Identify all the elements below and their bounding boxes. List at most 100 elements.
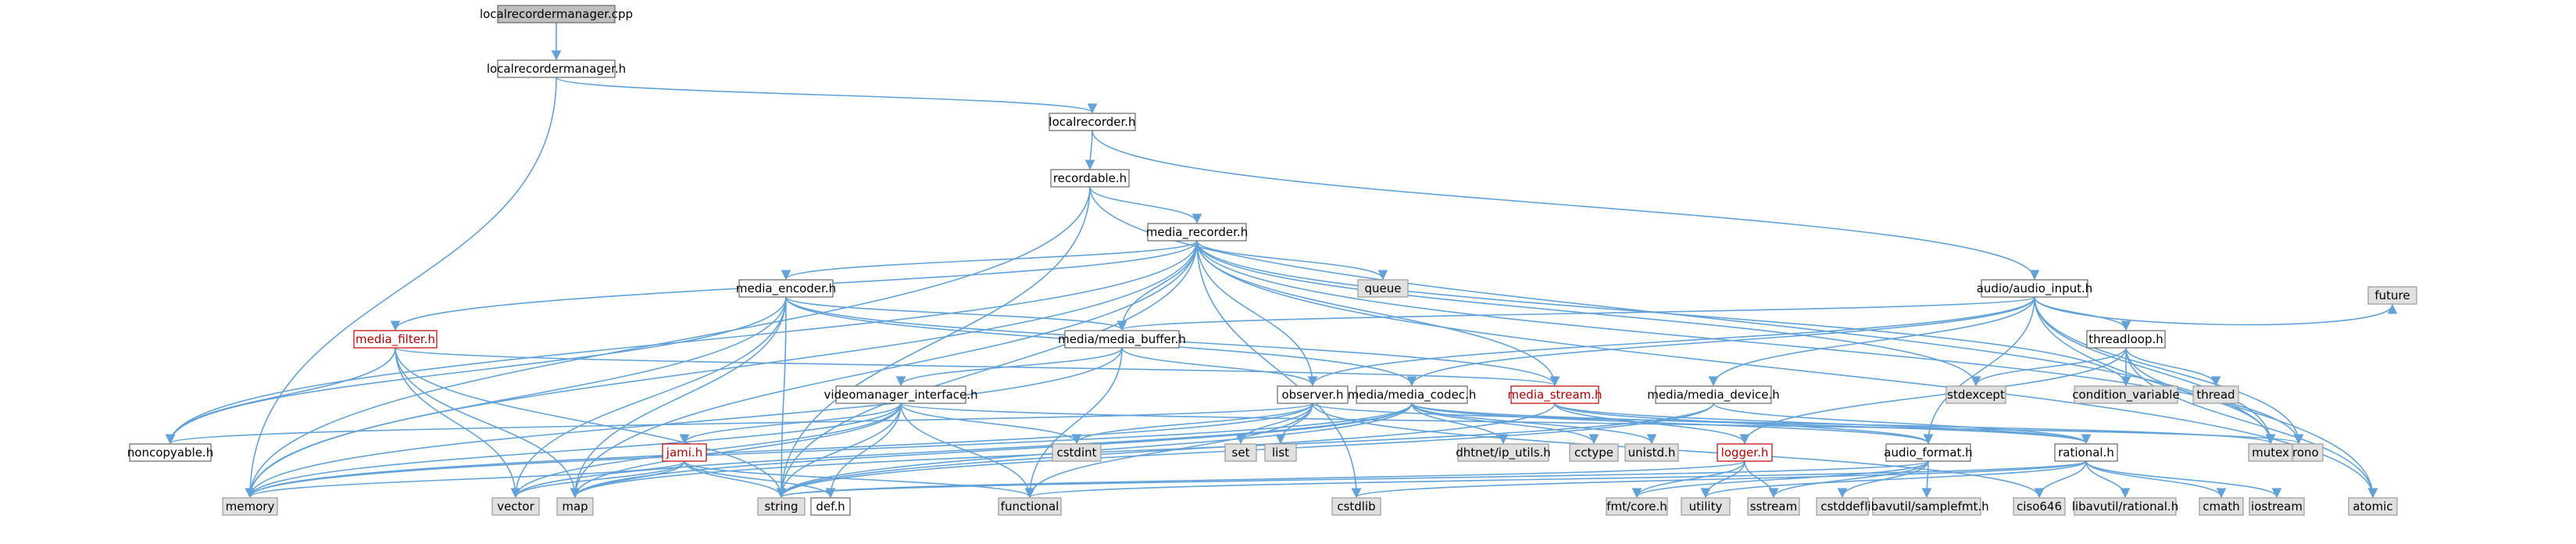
- edge-media-recorder-h-to-cstdlib: [1196, 240, 1362, 499]
- node-label: localrecordermanager.h: [487, 62, 626, 76]
- node-ip-utils-h: dhtnet/ip_utils.h: [1456, 443, 1551, 462]
- node-label: string: [764, 499, 798, 514]
- node-box: [2192, 385, 2239, 404]
- edge-rational-h-to-iostream: [2085, 460, 2282, 499]
- edge-audio-input-h-to-mutex: [2034, 296, 2276, 445]
- node-box: [2367, 286, 2417, 305]
- node-observer-h[interactable]: observer.h: [1277, 385, 1349, 404]
- edge-media-codec-h-to-audio-format-h: [1411, 403, 1934, 445]
- node-label: fmt/core.h: [1606, 499, 1667, 514]
- node-media-codec-h[interactable]: media/media_codec.h: [1348, 385, 1477, 404]
- node-audio-input-h[interactable]: audio/audio_input.h: [1977, 279, 2093, 298]
- node-videomanager-interface-h[interactable]: videomanager_interface.h: [824, 385, 978, 404]
- edge-media-codec-h-to-unistd-h: [1411, 403, 1657, 445]
- node-label: logger.h: [1721, 446, 1769, 460]
- node-condition-variable: condition_variable: [2072, 385, 2180, 404]
- node-box: [1510, 385, 1599, 404]
- node-box: [1606, 497, 1668, 516]
- edge-rational-h-to-utility: [1700, 460, 2087, 499]
- node-label: utility: [1689, 499, 1723, 514]
- node-box: [1264, 443, 1297, 462]
- node-box: [1717, 443, 1773, 462]
- node-unistd-h: unistd.h: [1624, 443, 1679, 462]
- node-box: [998, 497, 1062, 516]
- node-localrecordermanager-cpp[interactable]: localrecordermanager.cpp: [480, 5, 633, 23]
- edge-media-stream-h-to-logger-h: [1554, 403, 1750, 445]
- node-audio-format-h[interactable]: audio_format.h: [1884, 443, 1973, 462]
- node-label: media/media_device.h: [1647, 388, 1780, 403]
- node-cstdlib: cstdlib: [1331, 497, 1381, 516]
- node-sstream: sstream: [1747, 497, 1800, 516]
- node-iostream: iostream: [2249, 497, 2305, 516]
- edge-media-filter-h-to-media-stream-h: [395, 347, 1560, 387]
- node-threadloop-h[interactable]: threadloop.h: [2086, 330, 2166, 349]
- edge-media-codec-h-to-map: [570, 403, 1413, 499]
- node-box: [1885, 443, 1971, 462]
- node-label: cstdint: [1056, 446, 1096, 460]
- node-def-h[interactable]: def.h: [810, 497, 851, 516]
- node-label: audio/audio_input.h: [1977, 281, 2093, 296]
- node-box: [2199, 497, 2244, 516]
- edge-media-stream-h-to-audio-format-h: [1554, 403, 1934, 445]
- node-label: thread: [2196, 388, 2235, 402]
- node-cmath: cmath: [2199, 497, 2244, 516]
- edge-rational-h-to-av-rational-h: [2085, 460, 2131, 499]
- node-utility: utility: [1681, 497, 1731, 516]
- edge-audio-format-h-to-string: [777, 460, 1929, 499]
- node-media-recorder-h[interactable]: media_recorder.h: [1146, 223, 1248, 242]
- node-localrecorder-h[interactable]: localrecorder.h: [1049, 113, 1136, 131]
- node-media-filter-h[interactable]: media_filter.h: [353, 330, 438, 349]
- node-label: dhtnet/ip_utils.h: [1456, 446, 1551, 460]
- edge-logger-h-to-sstream: [1744, 460, 1779, 499]
- edge-media-encoder-h-to-vector: [510, 296, 787, 499]
- edge-localrecorder-h-to-recordable-h: [1084, 130, 1095, 170]
- edge-media-recorder-h-to-media-encoder-h: [781, 240, 1198, 281]
- edge-videomanager-interface-h-to-jami-h: [679, 403, 902, 445]
- node-label: libavutil/samplefmt.h: [1864, 499, 1988, 514]
- node-box: [1147, 223, 1247, 242]
- node-box: [1945, 385, 2006, 404]
- node-box: [491, 497, 540, 516]
- node-recordable-h[interactable]: recordable.h: [1050, 169, 1130, 188]
- node-localrecordermanager-h[interactable]: localrecordermanager.h: [487, 59, 626, 78]
- node-label: localrecordermanager.cpp: [480, 7, 633, 21]
- edge-media-filter-h-to-noncopyable-h: [165, 347, 396, 445]
- node-box: [2074, 497, 2177, 516]
- edge-jami-h-to-memory: [245, 460, 685, 499]
- node-label: cstddef: [1820, 499, 1864, 514]
- node-noncopyable-h[interactable]: noncopyable.h: [127, 443, 213, 462]
- node-label: videomanager_interface.h: [824, 388, 977, 403]
- node-media-device-h[interactable]: media/media_device.h: [1647, 385, 1780, 404]
- edge-rational-h-to-cstdlib: [1352, 460, 2087, 499]
- node-stdexcept: stdexcept: [1945, 385, 2006, 404]
- node-logger-h[interactable]: logger.h: [1717, 443, 1773, 462]
- node-label: list: [1272, 446, 1289, 460]
- node-box: [738, 279, 834, 298]
- edge-media-recorder-h-to-observer-h: [1196, 240, 1318, 387]
- node-label: recordable.h: [1053, 171, 1127, 185]
- edge-videomanager-interface-h-to-def-h: [825, 403, 902, 499]
- edge-audio-format-h-to-fmt-core-h: [1631, 460, 1929, 499]
- node-box: [353, 330, 438, 349]
- edge-rational-h-to-cmath: [2085, 460, 2227, 499]
- node-box: [2054, 443, 2118, 462]
- node-box: [1357, 279, 1409, 298]
- node-box: [129, 443, 212, 462]
- node-media-stream-h[interactable]: media_stream.h: [1507, 385, 1602, 404]
- node-box: [497, 5, 616, 23]
- edge-jami-h-to-map: [570, 460, 685, 499]
- node-label: media_encoder.h: [736, 281, 836, 296]
- node-ciso646: ciso646: [2013, 497, 2066, 516]
- edge-threadloop-h-to-thread: [2125, 347, 2221, 387]
- node-jami-h[interactable]: jami.h: [662, 443, 707, 462]
- node-vector: vector: [491, 497, 540, 516]
- node-box: [2086, 330, 2166, 349]
- node-rational-h[interactable]: rational.h: [2054, 443, 2118, 462]
- edge-audio-input-h-to-observer-h: [1307, 296, 2035, 387]
- node-media-encoder-h[interactable]: media_encoder.h: [736, 279, 836, 298]
- edge-media-encoder-h-to-noncopyable-h: [165, 296, 787, 445]
- node-media-buffer-h[interactable]: media/media_buffer.h: [1058, 330, 1186, 349]
- edge-media-buffer-h-to-videomanager-interface-h: [895, 347, 1123, 387]
- node-label: observer.h: [1281, 388, 1343, 402]
